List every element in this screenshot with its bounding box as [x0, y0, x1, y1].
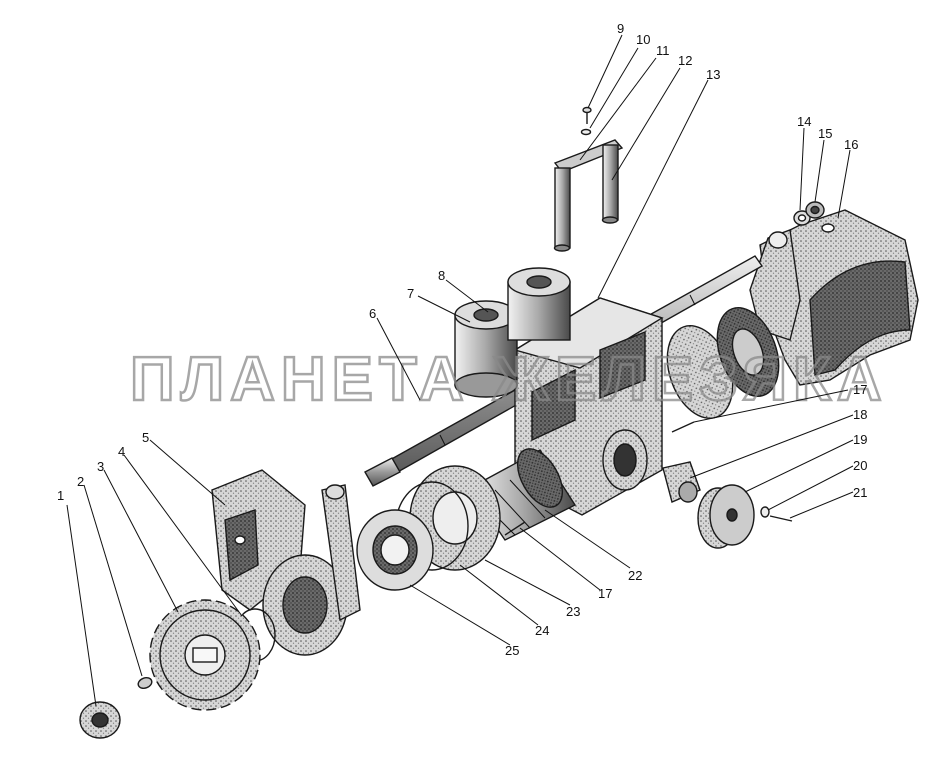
- part-7-pulley: [454, 300, 518, 398]
- callout-10: 10: [636, 32, 650, 47]
- callout-14: 14: [797, 114, 811, 129]
- callout-7: 7: [407, 286, 414, 301]
- callout-20: 20: [853, 458, 867, 473]
- part-14-washer: [793, 210, 811, 226]
- part-12-rods: [553, 144, 619, 252]
- part-21-bolt: [769, 515, 793, 522]
- part-10-washer: [580, 128, 592, 136]
- part-3-sprocket: [149, 599, 261, 711]
- leader-lines: [66, 34, 854, 707]
- part-8-pulley: [507, 267, 571, 341]
- part-2-key: [137, 677, 153, 689]
- callout-13: 13: [706, 67, 720, 82]
- callout-8: 8: [438, 268, 445, 283]
- part-17-bolt-upper: [671, 421, 695, 433]
- callout-24: 24: [535, 623, 549, 638]
- callout-9: 9: [617, 21, 624, 36]
- callout-4: 4: [118, 444, 125, 459]
- callout-3: 3: [97, 459, 104, 474]
- part-17-bolt-lower: [504, 521, 526, 536]
- callout-6: 6: [369, 306, 376, 321]
- part-rear-lever: [749, 229, 801, 341]
- part-18-clamp: [662, 461, 701, 503]
- callout-19: 19: [853, 432, 867, 447]
- part-left-housing: [262, 484, 361, 656]
- part-25-bearing: [356, 509, 434, 591]
- part-9-screw: [582, 106, 592, 124]
- callout-11: 11: [656, 43, 670, 58]
- callout-17-upper: 17: [853, 382, 867, 397]
- callout-1: 1: [57, 488, 64, 503]
- part-16-right-housing: [759, 209, 919, 386]
- callout-18: 18: [853, 407, 867, 422]
- part-15-nut: [805, 201, 825, 219]
- part-20-washer: [760, 506, 770, 518]
- callout-12: 12: [678, 53, 692, 68]
- part-rear-coupling: [666, 307, 780, 419]
- watermark-text: ПЛАНЕТА ЖЕЛЕЗЯКА: [130, 345, 888, 414]
- callout-23: 23: [566, 604, 580, 619]
- callout-2: 2: [77, 474, 84, 489]
- callout-labels: 1 2 3 4 5 6 7 8 9 10 11 12 13 14 15 16 1…: [57, 21, 867, 658]
- callout-17-lower: 17: [598, 586, 612, 601]
- part-13-central-body: [513, 297, 664, 516]
- callout-16: 16: [844, 137, 858, 152]
- part-1-nut: [79, 701, 121, 739]
- callout-5: 5: [142, 430, 149, 445]
- part-19-cover-cap: [697, 484, 755, 549]
- callout-15: 15: [818, 126, 832, 141]
- callout-22: 22: [628, 568, 642, 583]
- callout-21: 21: [853, 485, 867, 500]
- callout-25: 25: [505, 643, 519, 658]
